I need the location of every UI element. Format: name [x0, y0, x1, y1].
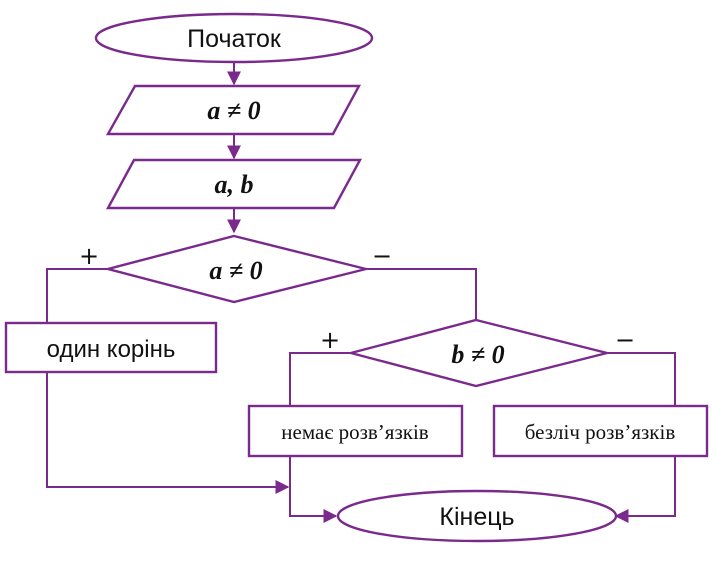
infinite-solutions-node: безліч розв’язків [492, 404, 709, 458]
connectors [46, 62, 676, 523]
one-root-label: один корінь [47, 336, 176, 363]
no-solutions-label: немає розв’язків [281, 420, 428, 444]
start-node: Початок [94, 12, 374, 64]
input-values-label: a, b [215, 170, 254, 199]
start-label: Початок [187, 25, 282, 53]
decision-b-label: b ≠ 0 [451, 340, 504, 369]
decision-b-node: b ≠ 0 + − [320, 318, 635, 388]
one-root-node: один корінь [4, 321, 218, 374]
decision-a-no-sign: − [372, 242, 392, 270]
decision-a-label: a ≠ 0 [209, 256, 262, 285]
arrow-infinite-to-end [614, 456, 676, 523]
input-condition-label: a ≠ 0 [207, 96, 260, 125]
arrow-one-root-to-end [46, 372, 290, 494]
infinite-solutions-label: безліч розв’язків [525, 420, 676, 444]
input-condition-node: a ≠ 0 [105, 84, 362, 136]
line-decision-a-no [366, 268, 477, 320]
end-node: Кінець [336, 489, 618, 543]
line-decision-b-yes [289, 352, 351, 406]
decision-a-yes-sign: + [79, 242, 99, 270]
end-label: Кінець [439, 503, 514, 531]
input-values-node: a, b [105, 158, 363, 210]
no-solutions-node: немає розв’язків [247, 404, 464, 458]
decision-a-node: a ≠ 0 + − [79, 234, 392, 304]
arrow-no-solutions-to-end [289, 456, 338, 523]
line-decision-b-no [607, 352, 676, 406]
decision-b-yes-sign: + [320, 326, 340, 354]
line-decision-a-yes [46, 268, 108, 323]
decision-b-no-sign: − [615, 326, 635, 354]
